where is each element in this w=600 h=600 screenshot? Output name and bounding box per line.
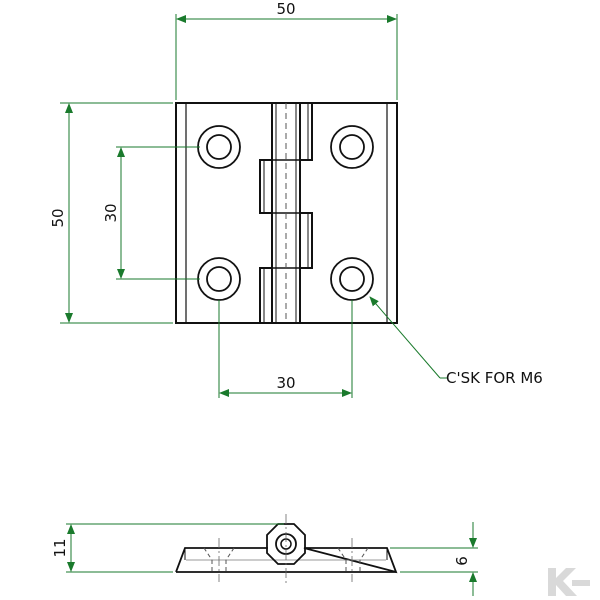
dimension-hole-spacing-vertical: 30 <box>102 146 200 280</box>
dimension-leaf-thickness-label: 6 <box>453 556 471 566</box>
dimension-overall-thickness: 11 <box>51 523 284 573</box>
dimension-leaf-thickness: 6 <box>390 522 478 596</box>
countersink-callout: C'SK FOR M6 <box>369 296 543 387</box>
dimension-overall-thickness-label: 11 <box>51 538 69 557</box>
mounting-hole-bottom-left <box>197 257 241 301</box>
dimension-hole-spacing-vertical-label: 30 <box>102 203 120 222</box>
mounting-hole-top-right <box>330 125 374 169</box>
front-view <box>175 102 398 324</box>
knuckle-profile <box>266 523 306 565</box>
mounting-hole-top-left <box>197 125 241 169</box>
dimension-overall-height-label: 50 <box>49 208 67 227</box>
dimension-hole-spacing-horizontal-label: 30 <box>276 374 295 392</box>
dimension-overall-width: 50 <box>175 0 398 100</box>
dimension-overall-height: 50 <box>49 102 173 324</box>
knuckle <box>259 102 313 324</box>
mounting-hole-bottom-right <box>330 257 374 301</box>
dimension-overall-width-label: 50 <box>276 0 295 18</box>
watermark-logo <box>548 568 590 596</box>
side-view <box>175 514 398 584</box>
countersink-callout-text: C'SK FOR M6 <box>446 369 543 387</box>
dimension-hole-spacing-horizontal: 30 <box>218 300 353 398</box>
